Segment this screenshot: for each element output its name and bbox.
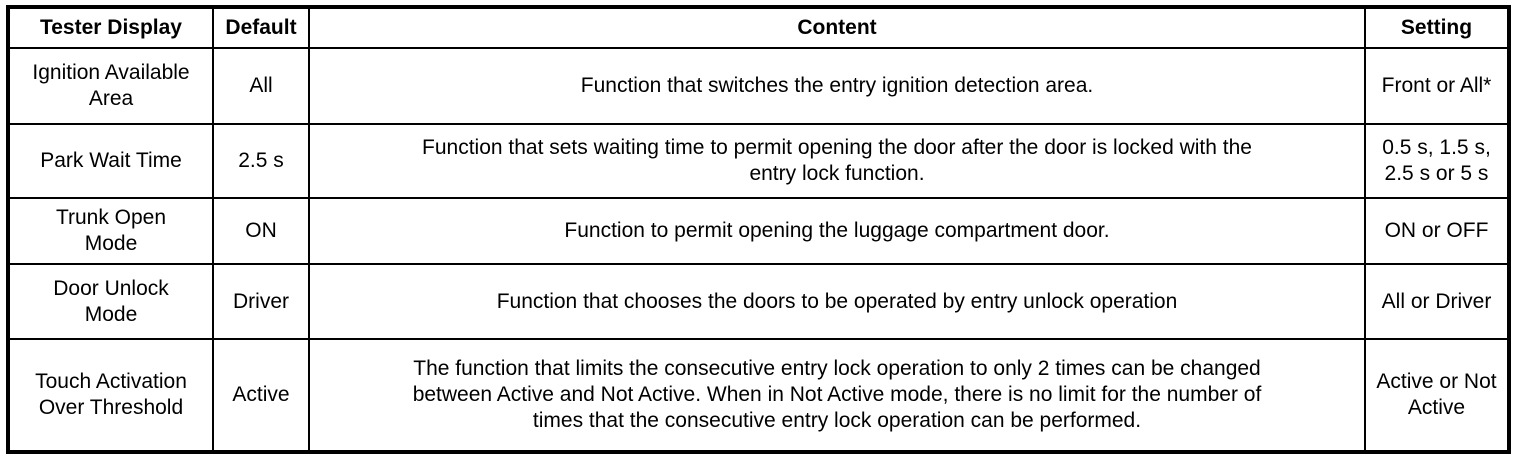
- column-header-setting: Setting: [1364, 6, 1510, 49]
- cell-tester-display: Park Wait Time: [7, 123, 214, 199]
- cell-content: Function to permit opening the luggage c…: [308, 197, 1366, 265]
- cell-default: Active: [212, 338, 310, 453]
- cell-content: The function that limits the consecutive…: [308, 338, 1366, 453]
- cell-tester-display: Trunk Open Mode: [7, 197, 214, 265]
- cell-setting: 0.5 s, 1.5 s, 2.5 s or 5 s: [1364, 123, 1510, 199]
- column-header-tester-display: Tester Display: [7, 6, 214, 49]
- table-row: Door Unlock Mode Driver Function that ch…: [7, 263, 1510, 340]
- cell-setting: All or Driver: [1364, 263, 1510, 340]
- cell-default: All: [212, 47, 310, 125]
- column-header-default: Default: [212, 6, 310, 49]
- table-row: Trunk Open Mode ON Function to permit op…: [7, 197, 1510, 265]
- table-row: Ignition Available Area All Function tha…: [7, 47, 1510, 125]
- column-header-content: Content: [308, 6, 1366, 49]
- cell-default: 2.5 s: [212, 123, 310, 199]
- header-row: Tester Display Default Content Setting: [7, 6, 1510, 49]
- cell-setting: Front or All*: [1364, 47, 1510, 125]
- cell-content: Function that sets waiting time to permi…: [308, 123, 1366, 199]
- table-row: Park Wait Time 2.5 s Function that sets …: [7, 123, 1510, 199]
- cell-tester-display: Ignition Available Area: [7, 47, 214, 125]
- cell-default: ON: [212, 197, 310, 265]
- entry-function-settings-table: Tester Display Default Content Setting I…: [6, 5, 1511, 454]
- cell-setting: Active or Not Active: [1364, 338, 1510, 453]
- cell-tester-display: Door Unlock Mode: [7, 263, 214, 340]
- table-row: Touch Activation Over Threshold Active T…: [7, 338, 1510, 453]
- cell-default: Driver: [212, 263, 310, 340]
- cell-setting: ON or OFF: [1364, 197, 1510, 265]
- cell-tester-display: Touch Activation Over Threshold: [7, 338, 214, 453]
- cell-content: Function that switches the entry ignitio…: [308, 47, 1366, 125]
- cell-content: Function that chooses the doors to be op…: [308, 263, 1366, 340]
